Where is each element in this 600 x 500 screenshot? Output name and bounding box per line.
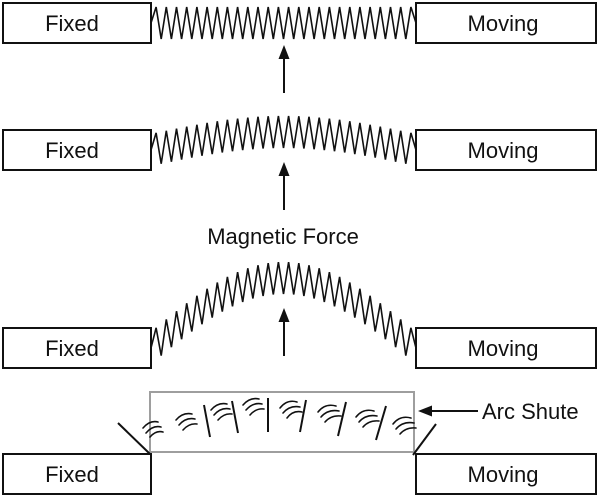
arc-coil: [150, 115, 417, 164]
fixed-contact-box: [2, 129, 152, 171]
moving-contact-box: [415, 129, 597, 171]
arc-fragments: [142, 397, 417, 438]
arc-chute-splitter-plates: [117, 398, 437, 456]
fixed-contact-label: Fixed: [45, 462, 99, 487]
moving-contact-box: [415, 453, 597, 495]
fixed-contact-box: [2, 453, 152, 495]
arc-chute-pointer-arrow: [418, 405, 478, 417]
fixed-contact-label: Fixed: [45, 11, 99, 36]
moving-contact-box: [415, 327, 597, 369]
moving-contact-label: Moving: [468, 138, 539, 163]
arc-coil: [150, 6, 417, 40]
stage-2: Fixed Moving: [2, 115, 597, 210]
moving-contact-label: Moving: [468, 462, 539, 487]
stage-3: Fixed Moving: [2, 261, 597, 369]
arc-chute-box: [149, 391, 415, 453]
fixed-contact-box: [2, 2, 152, 44]
upward-arrow: [278, 45, 290, 93]
stage-1: Fixed Moving: [2, 2, 597, 93]
moving-contact-label: Moving: [468, 336, 539, 361]
moving-contact-box: [415, 2, 597, 44]
upward-arrow: [278, 308, 290, 356]
arc-coil: [150, 261, 417, 356]
fixed-contact-label: Fixed: [45, 336, 99, 361]
stage-4: Fixed Moving Arc Shute: [2, 391, 597, 495]
fixed-contact-label: Fixed: [45, 138, 99, 163]
upward-arrow: [278, 162, 290, 210]
moving-contact-label: Moving: [468, 11, 539, 36]
arc-chute-label: Arc Shute: [482, 399, 579, 424]
magnetic-force-label: Magnetic Force: [207, 224, 359, 249]
